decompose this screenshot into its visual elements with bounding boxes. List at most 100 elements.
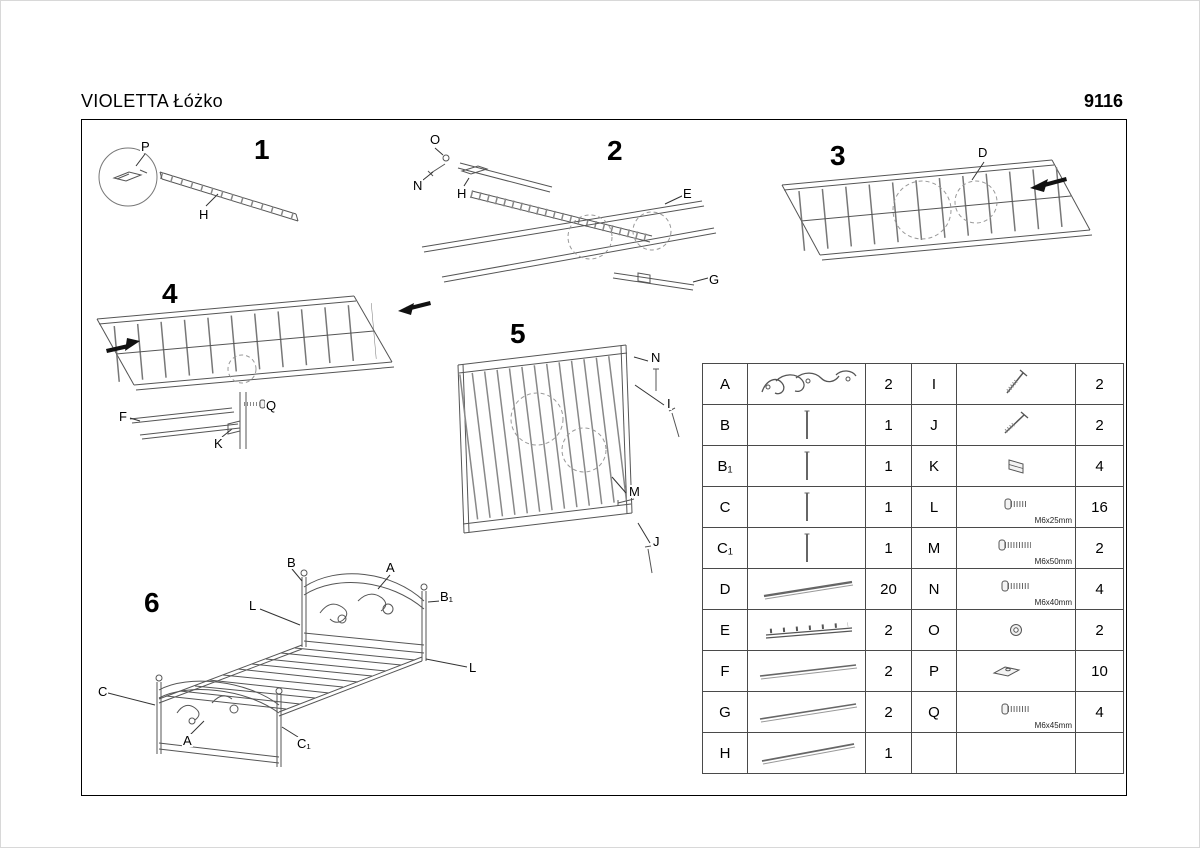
part-qty-cell: 4 <box>1075 691 1124 733</box>
step-3: 3 D <box>772 130 1117 285</box>
bolt-size-label: M6x50mm <box>1034 557 1072 566</box>
step-2-number: 2 <box>607 135 623 166</box>
part-image-bolt: M6x40mm <box>956 568 1076 610</box>
part-image-slat <box>747 568 866 610</box>
part-image-screw <box>956 363 1076 405</box>
step-2: 2 O N H E G <box>402 127 737 317</box>
part-label-h: H <box>456 186 468 201</box>
part-image-screw <box>956 404 1076 446</box>
part-label-g: G <box>708 272 721 287</box>
parts-row: B₁ 1 K 4 <box>702 445 1124 487</box>
screw-icon <box>1004 411 1029 434</box>
part-label-d: D <box>977 145 989 160</box>
part-image-post <box>747 445 866 487</box>
part-label-b: B <box>286 555 297 570</box>
parts-row: F 2 P 10 <box>702 650 1124 692</box>
part-label-e: E <box>682 186 693 201</box>
step-5: 5 N I M J <box>442 317 707 575</box>
bolt-icon <box>998 539 1031 551</box>
bolt-size-label: M6x40mm <box>1034 598 1072 607</box>
step-3-number: 3 <box>830 140 846 171</box>
part-image-empty <box>956 732 1076 774</box>
part-image-post <box>747 404 866 446</box>
part-qty-cell: 2 <box>1075 404 1124 446</box>
part-label-p: P <box>140 139 151 154</box>
part-label-a2: A <box>182 733 193 748</box>
part-label-l: L <box>248 598 258 613</box>
part-qty-cell: 1 <box>865 732 912 774</box>
direction-arrow <box>106 301 431 353</box>
part-image-bolt: M6x25mm <box>956 486 1076 528</box>
step-4: 4 F Q K <box>92 277 457 477</box>
part-qty-cell: 2 <box>1075 363 1124 405</box>
part-qty-cell: 4 <box>1075 445 1124 487</box>
post-icon <box>804 533 809 562</box>
step-5-number: 5 <box>510 318 526 349</box>
model-number: 9116 <box>1083 91 1123 111</box>
post-icon <box>804 451 809 480</box>
part-label-q: Q <box>265 398 278 413</box>
part-label-m: M <box>628 484 641 499</box>
part-label-k: K <box>213 436 224 451</box>
rail-icon <box>759 703 857 723</box>
part-label-f: F <box>118 409 128 424</box>
part-qty-cell: 1 <box>865 486 912 528</box>
part-id-cell: P <box>911 650 957 692</box>
part-qty-cell: 16 <box>1075 486 1124 528</box>
part-label-b1: B₁ <box>439 589 455 604</box>
part-label-l2: L <box>468 660 478 675</box>
part-id-cell: A <box>702 363 748 405</box>
part-qty-cell: 2 <box>865 609 912 651</box>
part-image-post <box>747 527 866 569</box>
part-qty-cell: 1 <box>865 445 912 487</box>
part-qty-cell: 2 <box>865 650 912 692</box>
part-id-cell: I <box>911 363 957 405</box>
parts-row: C 1 L M6x25mm 16 <box>702 486 1124 528</box>
post-icon <box>804 492 809 521</box>
diagram-board: 1 P H <box>81 119 1127 796</box>
part-id-cell: B <box>702 404 748 446</box>
part-id-cell: K <box>911 445 957 487</box>
bolt-icon <box>1001 580 1029 592</box>
part-image-rail <box>747 732 866 774</box>
step-1-number: 1 <box>254 134 270 165</box>
part-label-i: I <box>666 396 672 411</box>
bolt-size-label: M6x25mm <box>1034 516 1072 525</box>
part-label-c: C <box>97 684 109 699</box>
part-id-cell: M <box>911 527 957 569</box>
step-1: 1 P H <box>90 130 325 242</box>
step-5-diagram <box>457 344 680 574</box>
part-qty-cell: 2 <box>865 691 912 733</box>
bolt-size-label: M6x45mm <box>1034 721 1072 730</box>
step-6: 6 B A B₁ L C L A C₁ <box>92 547 517 782</box>
direction-arrow <box>1030 177 1067 192</box>
step-6-number: 6 <box>144 587 160 618</box>
part-id-cell: N <box>911 568 957 610</box>
part-label-n: N <box>412 178 424 193</box>
part-id-cell: H <box>702 732 748 774</box>
part-label-o: O <box>429 132 442 147</box>
bolt-icon <box>1004 498 1027 510</box>
parts-row: B 1 J 2 <box>702 404 1124 446</box>
part-qty-cell <box>1075 732 1124 774</box>
parts-row: C₁ 1 M M6x50mm 2 <box>702 527 1124 569</box>
step-3-diagram <box>781 159 1093 261</box>
parts-row: E 2 O 2 <box>702 609 1124 651</box>
part-image-bolt: M6x45mm <box>956 691 1076 733</box>
screw-icon <box>1006 369 1028 394</box>
rail-icon <box>759 664 857 680</box>
part-image-ornament <box>747 363 866 405</box>
part-qty-cell: 2 <box>1075 527 1124 569</box>
part-id-cell: B₁ <box>702 445 748 487</box>
parts-table: A 2 I 2 B 1 J <box>702 363 1124 774</box>
part-id-cell: J <box>911 404 957 446</box>
part-id-cell: C₁ <box>702 527 748 569</box>
slat-icon <box>763 580 853 600</box>
parts-row: G 2 Q M6x45mm 4 <box>702 691 1124 733</box>
part-qty-cell: 2 <box>865 363 912 405</box>
cap-icon <box>992 666 1021 677</box>
part-qty-cell: 20 <box>865 568 912 610</box>
strip-icon <box>765 622 852 639</box>
step-6-diagram <box>107 568 468 767</box>
part-id-cell <box>911 732 957 774</box>
